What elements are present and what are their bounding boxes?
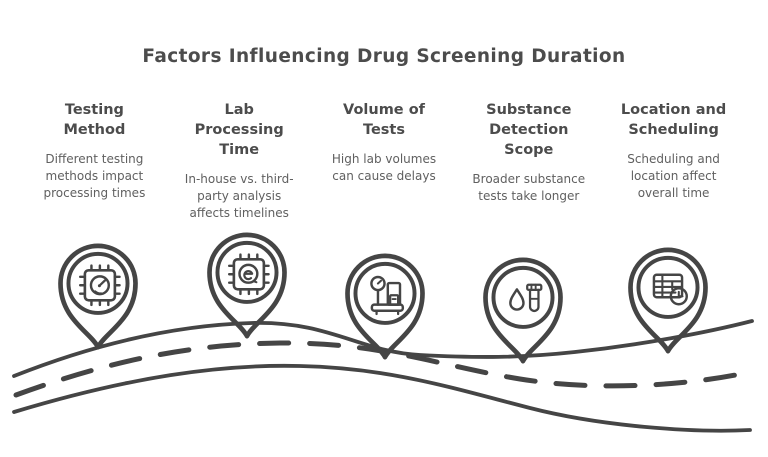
factor-heading: Volume of Tests [343,102,425,138]
factor-column-location-and-scheduling: Location and Scheduling Scheduling and l… [601,100,746,222]
road-bottom-edge [12,363,752,433]
factor-column-testing-method: Testing Method Different testing methods… [22,100,167,222]
map-pin-lab-processing-time [202,229,292,342]
map-pin-substance-detection-scope [478,254,568,367]
weighing-scale-icon [345,253,425,360]
factor-description: In-house vs. third- party analysis affec… [184,172,294,221]
factor-description: Broader substance tests take longer [472,172,586,204]
chip-analysis-icon [207,232,287,339]
chip-gauge-icon [58,243,138,350]
factor-description: Different testing methods impact process… [43,152,146,201]
page-title: Factors Influencing Drug Screening Durat… [142,46,626,67]
factor-heading: Lab Processing Time [194,102,284,158]
factor-column-lab-processing-time: Lab Processing Time In-house vs. third- … [167,100,312,222]
calendar-clock-icon [628,247,708,354]
factor-columns: Testing Method Different testing methods… [22,100,746,222]
map-pin-testing-method [53,240,143,353]
factor-column-volume-of-tests: Volume of Tests High lab volumes can cau… [312,100,457,222]
map-pin-location-and-scheduling [623,244,713,357]
factor-heading: Location and Scheduling [620,102,727,138]
map-pin-volume-of-tests [340,250,430,363]
factor-column-substance-detection-scope: Substance Detection Scope Broader substa… [456,100,601,222]
factor-description: High lab volumes can cause delays [331,152,437,184]
factor-description: Scheduling and location affect overall t… [627,152,720,201]
factor-heading: Testing Method [63,102,126,138]
droplet-test-tube-icon [483,257,563,364]
factor-heading: Substance Detection Scope [486,102,572,158]
